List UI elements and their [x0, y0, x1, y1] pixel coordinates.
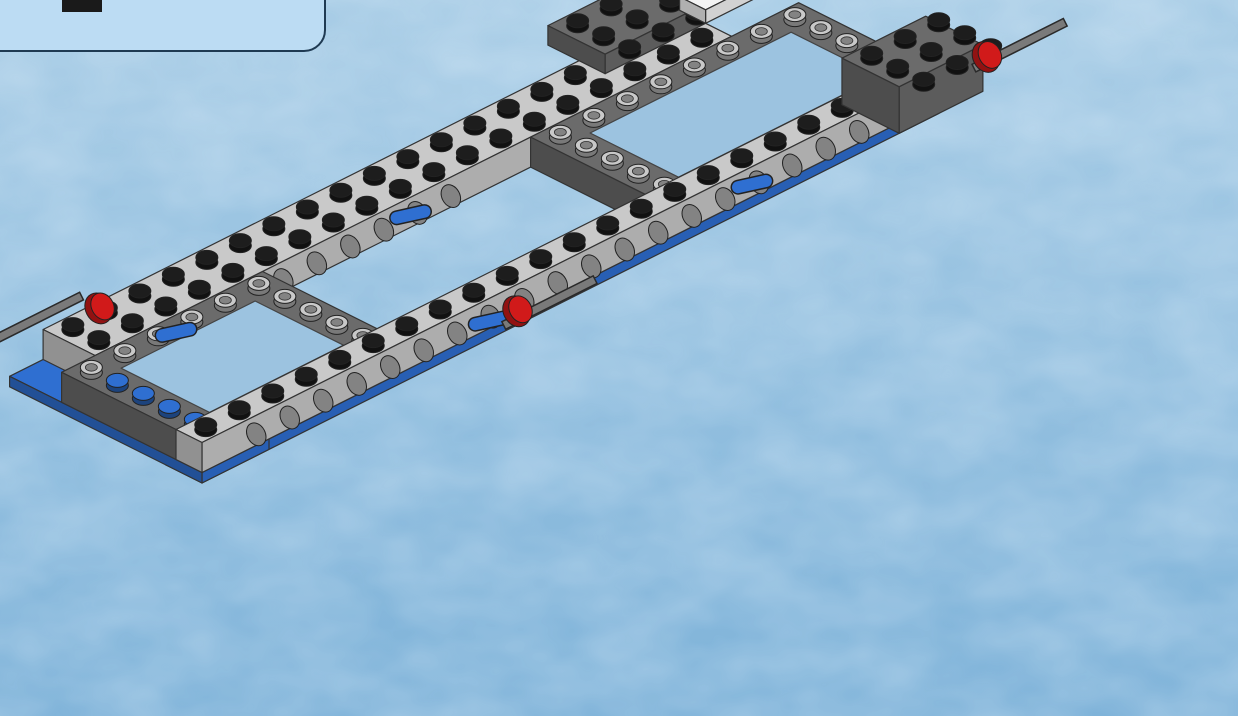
gray-stud [305, 306, 317, 314]
gray-stud [841, 37, 853, 45]
gray-stud [119, 347, 131, 355]
black-stud [162, 267, 184, 281]
black-stud [630, 199, 652, 213]
black-stud [557, 95, 579, 109]
black-stud [564, 66, 586, 80]
blue-pin [397, 212, 425, 218]
black-stud [329, 350, 351, 364]
gray-stud [688, 61, 700, 69]
black-stud [62, 318, 84, 332]
black-stud [920, 43, 942, 57]
black-stud [129, 284, 151, 298]
gray-stud [253, 280, 265, 288]
black-stud [464, 116, 486, 130]
black-stud [295, 367, 317, 381]
black-stud [798, 115, 820, 129]
black-stud [664, 182, 686, 196]
black-stud [195, 418, 217, 432]
black-stud [229, 234, 251, 248]
black-stud [496, 266, 518, 280]
gray-stud [789, 11, 801, 19]
black-stud [430, 133, 452, 147]
black-stud [531, 82, 553, 96]
black-stud [330, 183, 352, 197]
black-stud [567, 14, 589, 28]
gray-stud [331, 319, 343, 327]
black-stud [697, 166, 719, 180]
gray-stud [580, 141, 592, 149]
black-stud [597, 216, 619, 230]
black-stud [222, 263, 244, 277]
black-stud [188, 280, 210, 294]
black-stud [289, 230, 311, 244]
gray-stud [554, 128, 566, 136]
gray-stud [815, 24, 827, 32]
gray-stud [655, 78, 667, 86]
black-stud [389, 179, 411, 193]
gray-stud [219, 296, 231, 304]
black-stud [626, 10, 648, 24]
black-stud [530, 250, 552, 264]
black-stud [397, 150, 419, 164]
gray-stud [606, 154, 618, 162]
black-stud [928, 13, 950, 27]
gray-stud [722, 44, 734, 52]
black-stud [429, 300, 451, 314]
black-stud [356, 196, 378, 210]
blue-pin [475, 318, 503, 324]
blue-stud [132, 386, 154, 400]
blue-pin [738, 181, 766, 187]
black-stud [946, 56, 968, 70]
black-stud [490, 129, 512, 143]
black-stud [362, 334, 384, 348]
blue-stud [106, 373, 128, 387]
blue-pin [162, 329, 190, 335]
black-stud [363, 166, 385, 180]
black-stud [196, 250, 218, 264]
black-stud [255, 247, 277, 261]
black-stud [396, 317, 418, 331]
black-stud [563, 233, 585, 247]
black-stud [861, 46, 883, 60]
black-stud [894, 30, 916, 44]
black-stud [691, 28, 713, 42]
black-stud [600, 0, 622, 11]
black-stud [228, 401, 250, 415]
black-stud [657, 45, 679, 59]
gray-stud [186, 313, 198, 321]
black-stud [423, 163, 445, 177]
black-stud [497, 99, 519, 113]
black-stud [764, 132, 786, 146]
black-stud [590, 79, 612, 93]
gray-stud [85, 364, 97, 372]
black-stud [652, 23, 674, 37]
black-stud [88, 331, 110, 345]
black-stud [954, 26, 976, 40]
black-stud [155, 297, 177, 311]
black-stud [523, 112, 545, 126]
black-stud [463, 283, 485, 297]
black-stud [619, 40, 641, 54]
black-stud [296, 200, 318, 214]
black-stud [887, 59, 909, 73]
black-stud [731, 149, 753, 163]
black-stud [593, 27, 615, 41]
gray-stud [621, 95, 633, 103]
gray-stud [588, 112, 600, 120]
gray-stud [632, 167, 644, 175]
black-stud [624, 62, 646, 76]
black-stud [913, 72, 935, 86]
black-stud [121, 314, 143, 328]
gray-stud [755, 28, 767, 36]
black-stud [456, 146, 478, 160]
black-stud [262, 384, 284, 398]
black-stud [322, 213, 344, 227]
gray-stud [279, 293, 291, 301]
black-stud [263, 217, 285, 231]
blue-stud [158, 399, 180, 413]
